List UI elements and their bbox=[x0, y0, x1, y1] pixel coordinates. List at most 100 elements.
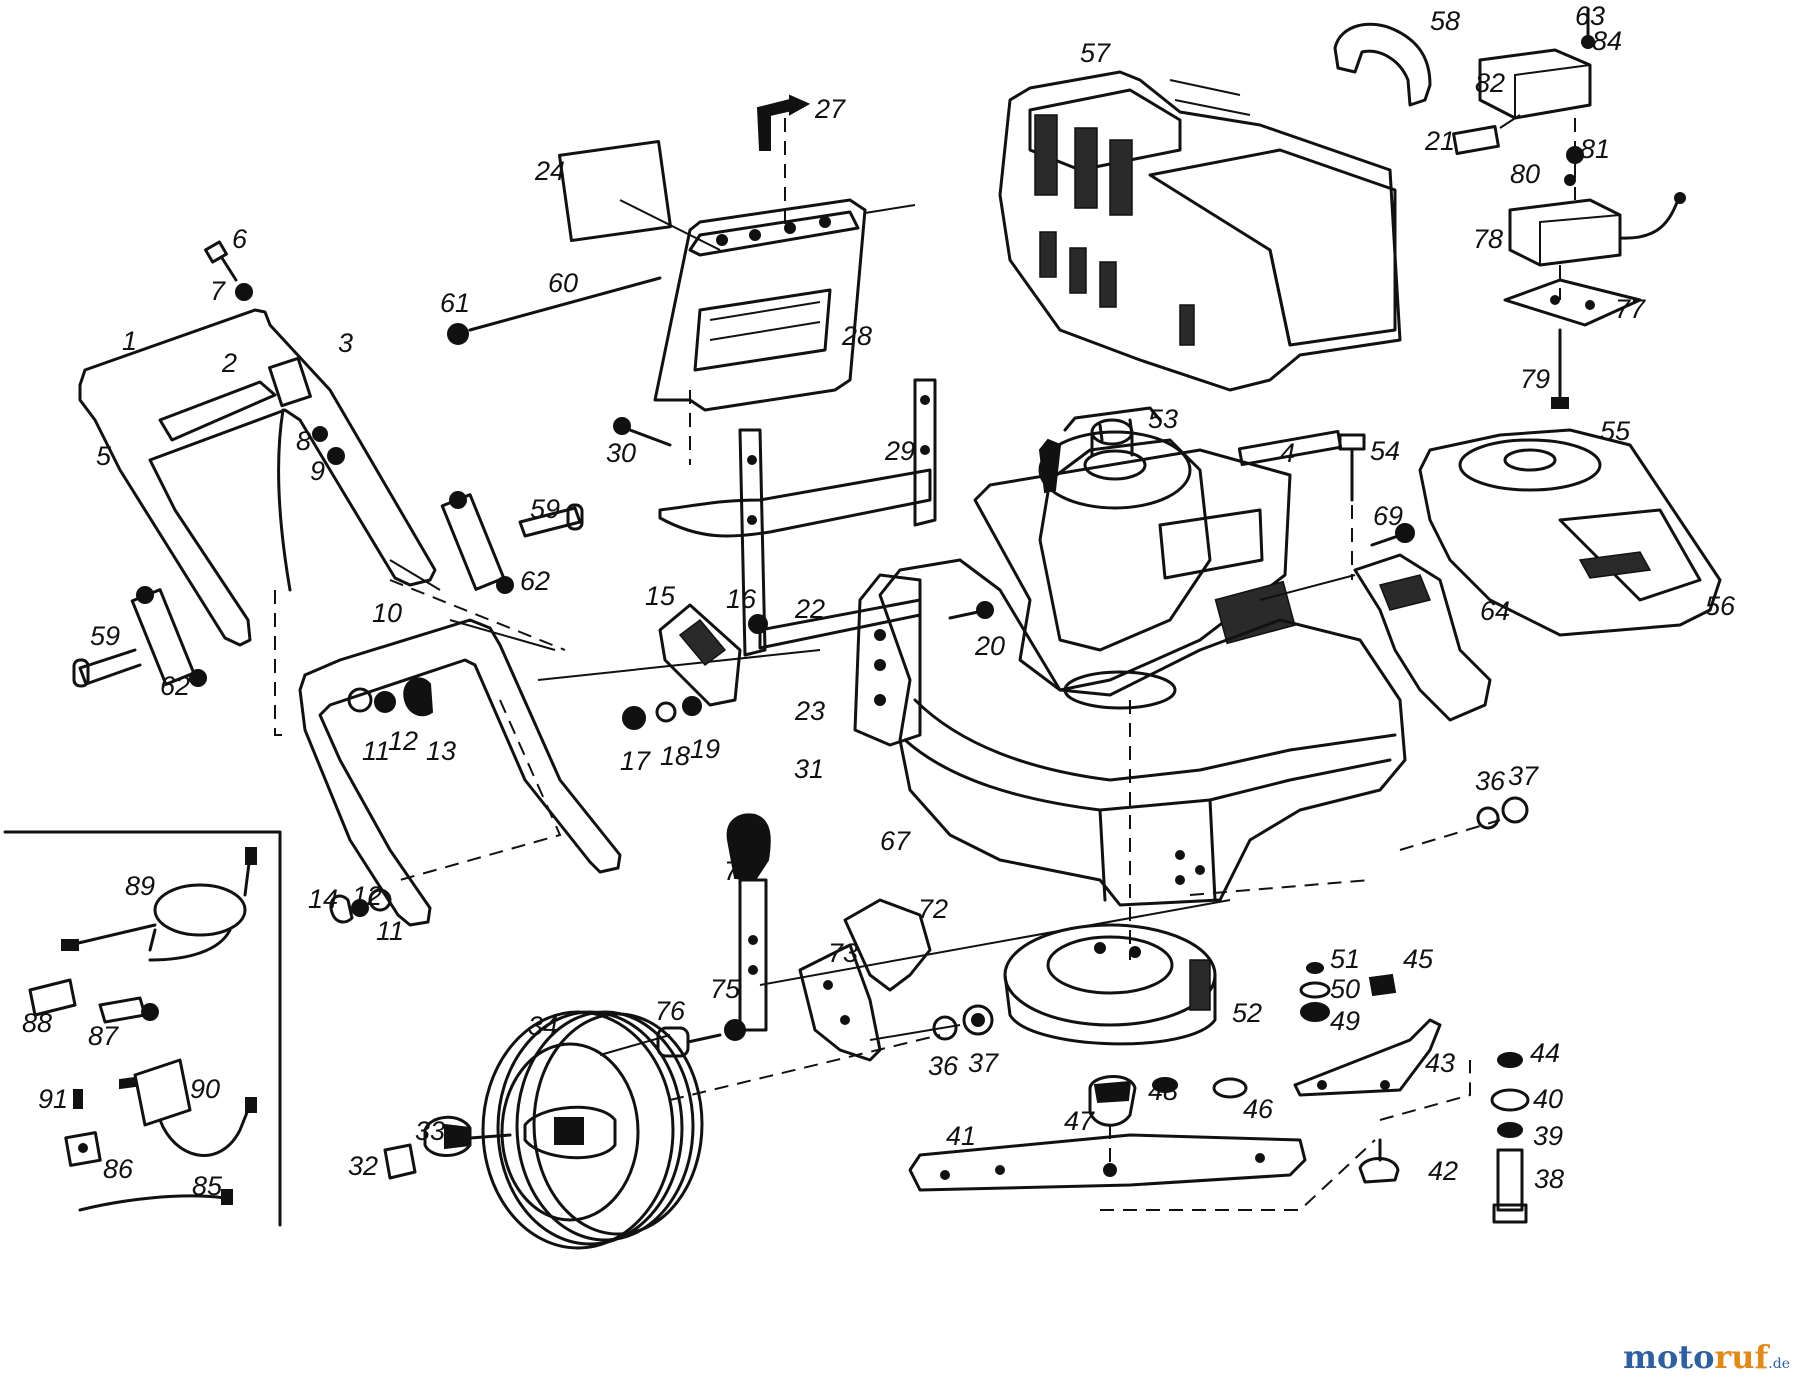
catcher-handle-58 bbox=[1333, 22, 1432, 107]
charger-cable-89 bbox=[61, 847, 257, 962]
wheel-dash bbox=[669, 1034, 941, 1101]
part-label: 31 bbox=[794, 754, 824, 784]
watermark-logo: motoruf.de bbox=[1623, 1338, 1790, 1376]
part-label: 48 bbox=[1148, 1076, 1178, 1106]
knob-parts-11-12-13 bbox=[347, 677, 434, 717]
part-label: 8 bbox=[296, 426, 311, 456]
part-label: 91 bbox=[38, 1084, 68, 1114]
blade-adapter-52 bbox=[1003, 923, 1217, 1046]
nuts-36-37-right bbox=[1476, 796, 1529, 830]
part-label: 37 bbox=[1508, 761, 1539, 791]
bracket-72 bbox=[843, 898, 932, 992]
deck-dash-lines bbox=[1129, 700, 1501, 960]
handle-cable bbox=[277, 408, 292, 592]
part-label: 5 bbox=[96, 441, 112, 471]
part-label: 36 bbox=[928, 1051, 959, 1081]
part-label: 4 bbox=[1280, 438, 1295, 468]
part-label: 42 bbox=[1428, 1156, 1458, 1186]
handle-connector-lines bbox=[389, 559, 821, 681]
part-label: 6 bbox=[232, 224, 248, 254]
part-label: 87 bbox=[88, 1021, 119, 1051]
plate-73 bbox=[798, 943, 882, 1062]
screws-8-9 bbox=[312, 426, 345, 465]
axle-33-cap-32 bbox=[383, 1115, 512, 1180]
hook-27 bbox=[756, 94, 811, 230]
part-label: 84 bbox=[1592, 26, 1622, 56]
bolt-76-nut-75 bbox=[656, 1019, 746, 1058]
blade-dash bbox=[1100, 1060, 1471, 1211]
part-label: 73 bbox=[828, 938, 858, 968]
part-label: 37 bbox=[968, 1048, 999, 1078]
washers-81-80 bbox=[1564, 118, 1584, 200]
part-label: 89 bbox=[125, 871, 155, 901]
label-plate-24 bbox=[558, 139, 672, 243]
part-label: 59 bbox=[90, 621, 120, 651]
part-label: 7 bbox=[210, 276, 226, 306]
part-label: 77 bbox=[1615, 294, 1646, 324]
part-label: 14 bbox=[308, 884, 338, 914]
part-label: 38 bbox=[1534, 1164, 1564, 1194]
grass-catcher bbox=[998, 70, 1402, 392]
part-label: 18 bbox=[660, 741, 690, 771]
rod-60 bbox=[447, 276, 662, 345]
clamp-62-right bbox=[440, 491, 584, 594]
part-label: 62 bbox=[520, 566, 550, 596]
washers-49-50-51 bbox=[1299, 962, 1331, 1022]
wheel-34 bbox=[481, 1010, 704, 1250]
screw-30 bbox=[613, 390, 691, 465]
bolt-79 bbox=[1551, 328, 1569, 409]
part-label: 64 bbox=[1480, 596, 1510, 626]
part-label: 50 bbox=[1330, 974, 1360, 1004]
part-label: 47 bbox=[1064, 1106, 1095, 1136]
part-label: 61 bbox=[440, 288, 470, 318]
part-label: 2 bbox=[221, 348, 237, 378]
part-label: 57 bbox=[1080, 38, 1111, 68]
part-label: 32 bbox=[348, 1151, 378, 1181]
part-label: 40 bbox=[1533, 1084, 1563, 1114]
lower-handle bbox=[298, 618, 622, 927]
part-label: 15 bbox=[645, 581, 676, 611]
part-label: 78 bbox=[1473, 224, 1503, 254]
assembly-guide-right bbox=[389, 579, 566, 881]
height-leader-lines bbox=[599, 899, 1231, 1056]
part-label: 52 bbox=[1232, 998, 1262, 1028]
washers-46-48 bbox=[1152, 1077, 1248, 1099]
screw-69 bbox=[1370, 523, 1415, 547]
part-label: 53 bbox=[1148, 404, 1178, 434]
part-label: 21 bbox=[1424, 126, 1455, 156]
part-label: 13 bbox=[426, 736, 456, 766]
part-label: 33 bbox=[415, 1116, 445, 1146]
part-label: 29 bbox=[884, 436, 915, 466]
part-label: 54 bbox=[1370, 436, 1400, 466]
battery-78 bbox=[1508, 192, 1686, 267]
part-label: 46 bbox=[1243, 1094, 1274, 1124]
part-label: 58 bbox=[1430, 6, 1460, 36]
rear-flap bbox=[653, 198, 916, 412]
part-label: 11 bbox=[362, 736, 390, 766]
dipstick bbox=[1038, 438, 1062, 494]
engine-cover bbox=[1418, 428, 1722, 637]
part-label: 20 bbox=[974, 631, 1005, 661]
upper-handle bbox=[78, 308, 437, 647]
part-label: 3 bbox=[338, 328, 353, 358]
clamp-62-left bbox=[72, 586, 207, 688]
bolt-38-stack bbox=[1490, 1052, 1530, 1224]
part-label: 28 bbox=[841, 321, 872, 351]
part-label: 17 bbox=[620, 746, 651, 776]
part-label: 62 bbox=[160, 671, 190, 701]
part-label: 86 bbox=[103, 1154, 134, 1184]
lever-15 bbox=[658, 603, 768, 707]
part-label: 24 bbox=[534, 156, 565, 186]
part-label: 27 bbox=[814, 94, 846, 124]
part-label: 9 bbox=[310, 456, 325, 486]
part-label: 90 bbox=[190, 1074, 220, 1104]
part-label: 75 bbox=[710, 974, 741, 1004]
cable-85 bbox=[78, 1189, 233, 1212]
nuts-17-18-19 bbox=[622, 696, 702, 730]
mower-deck bbox=[878, 558, 1407, 907]
oil-cap bbox=[1090, 418, 1134, 457]
part-label: 56 bbox=[1705, 591, 1736, 621]
part-label: 11 bbox=[376, 916, 404, 946]
